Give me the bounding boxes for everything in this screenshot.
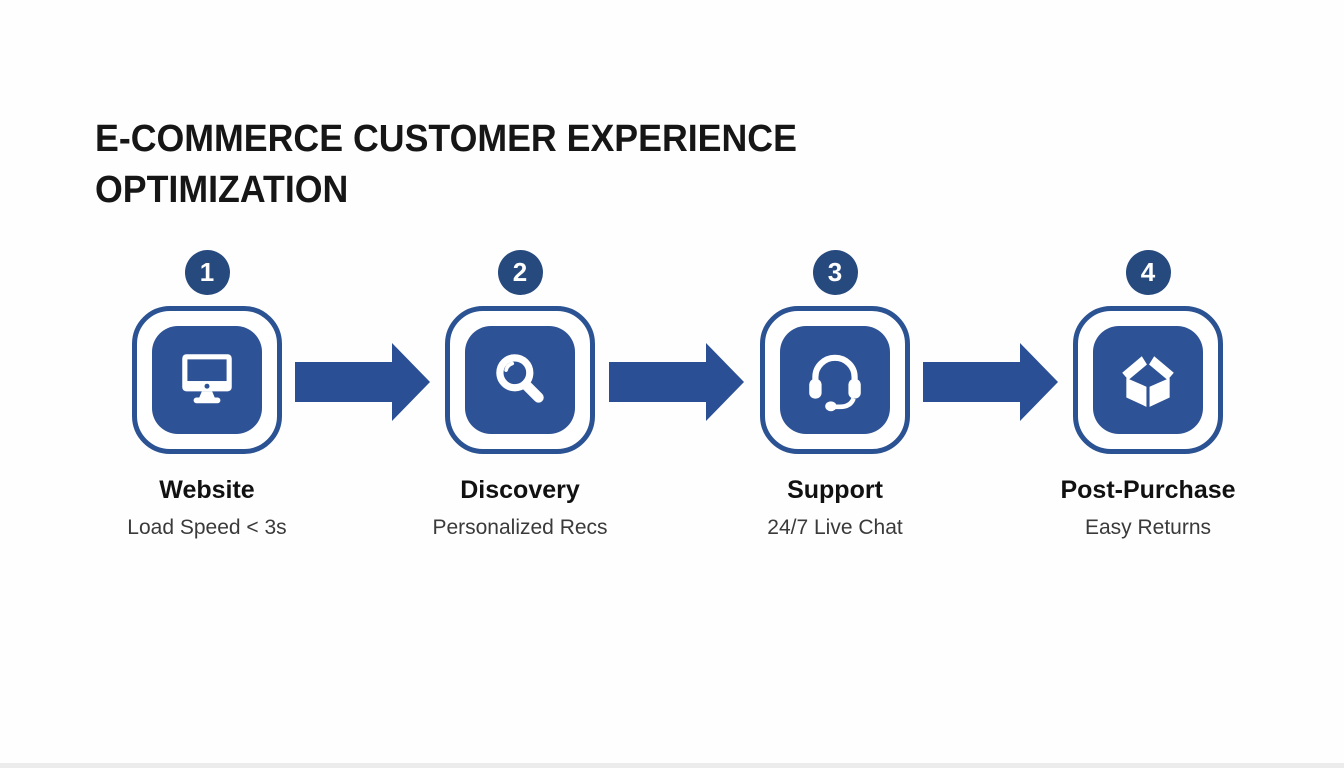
step-support: 3 Support 24/7 Live Chat — [735, 250, 935, 540]
step-number-badge: 3 — [812, 250, 858, 295]
monitor-icon — [182, 354, 232, 404]
step-number: 1 — [199, 257, 215, 287]
step-icon-box — [760, 306, 910, 454]
step-label: Website — [159, 476, 255, 504]
arrow-right-icon — [923, 342, 1059, 422]
step-detail: Easy Returns — [1084, 516, 1212, 539]
step-number-badge: 1 — [184, 250, 230, 295]
step-icon-tile — [465, 326, 575, 434]
step-icon-tile — [780, 326, 890, 434]
step-discovery: 2 Discovery Personalized Recs — [420, 250, 620, 540]
arrow-right-icon — [295, 342, 431, 422]
step-label: Support — [787, 476, 883, 504]
step-detail: Load Speed < 3s — [127, 516, 287, 539]
step-number: 3 — [827, 257, 843, 287]
bottom-edge-strip — [0, 763, 1344, 768]
step-icon-tile — [1093, 326, 1203, 434]
step-icon-box — [445, 306, 595, 454]
open-box-icon — [1122, 356, 1174, 407]
arrow-right-icon — [609, 342, 745, 422]
step-number-badge: 2 — [497, 250, 543, 295]
step-post-purchase: 4 Post-Purchase Easy Returns — [1048, 250, 1248, 540]
headset-icon — [809, 354, 861, 412]
step-website: 1 Website Load Speed < 3s — [107, 250, 307, 540]
step-detail: 24/7 Live Chat — [767, 516, 903, 539]
step-label: Discovery — [460, 476, 580, 504]
step-number-badge: 4 — [1125, 250, 1171, 295]
step-icon-box — [1073, 306, 1223, 454]
step-icon-box — [132, 306, 282, 454]
step-detail: Personalized Recs — [432, 516, 608, 539]
step-label: Post-Purchase — [1060, 476, 1236, 504]
step-number: 4 — [1140, 257, 1156, 287]
magnifier-icon — [496, 354, 544, 403]
step-icon-tile — [152, 326, 262, 434]
page-title: E-COMMERCE CUSTOMER EXPERIENCE OPTIMIZAT… — [95, 118, 797, 211]
step-number: 2 — [512, 257, 528, 287]
